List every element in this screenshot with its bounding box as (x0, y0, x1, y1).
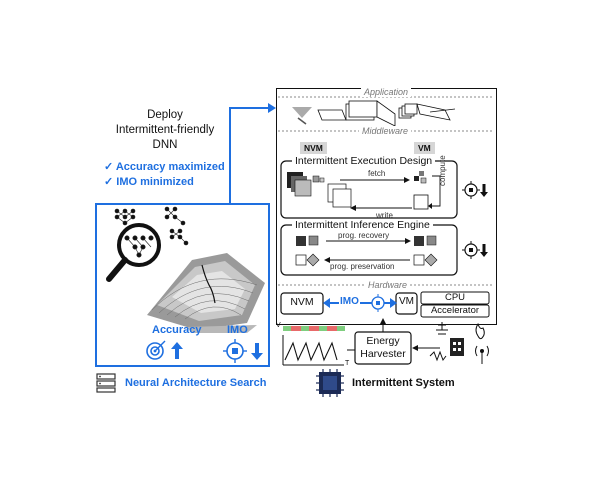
deploy-line-3: DNN (152, 139, 178, 151)
energy-harvester-line-2: Harvester (360, 348, 406, 360)
brain-chip-icon (369, 294, 387, 312)
magnifier-icon (106, 223, 161, 282)
brain-chip-icon (462, 241, 480, 259)
resistor-icon (429, 350, 447, 362)
axis-t-label: T (345, 360, 350, 367)
network-icon (169, 228, 189, 246)
network-icon (114, 208, 136, 226)
nas-label: Neural Architecture Search (125, 377, 267, 389)
antenna-icon (475, 345, 489, 364)
drone-icon (292, 107, 312, 125)
prog-preservation-label: prog. preservation (330, 262, 395, 271)
vm-tag: VM (414, 142, 435, 154)
preservation-state-icons (295, 253, 438, 267)
arrow-up-icon (171, 342, 183, 359)
processor-chip-icon (316, 369, 344, 397)
axis-v-label: V (276, 322, 281, 329)
application-layers-icon (317, 100, 456, 127)
power-trace-chart (282, 326, 345, 366)
fetch-label: fetch (368, 169, 386, 178)
vm-tensor-stack (413, 171, 429, 210)
hw-cpu-label: CPU (444, 292, 466, 303)
hw-nvm-label: NVM (290, 296, 314, 308)
deploy-line-1: Deploy (147, 109, 183, 121)
inference-engine-title: Intermittent Inference Engine (292, 219, 433, 231)
loss-landscape-surface (147, 253, 265, 333)
target-icon (146, 340, 166, 360)
execution-design-title: Intermittent Execution Design (292, 155, 436, 167)
accuracy-label: Accuracy (152, 324, 202, 336)
hw-accelerator-label: Accelerator (430, 305, 480, 316)
arrow-down-icon (251, 343, 263, 360)
energy-harvester-label: Energy Harvester (355, 335, 411, 361)
brain-chip-icon (462, 181, 480, 199)
deploy-line-2: Intermittent-friendly (115, 124, 215, 136)
deploy-caption: Deploy Intermittent-friendly DNN (100, 108, 230, 153)
hardware-layer-label: Hardware (365, 280, 411, 290)
hw-vm-label: VM (399, 296, 414, 307)
arrow-down-icon (480, 184, 488, 197)
hw-imo-label: IMO (339, 296, 360, 307)
nas-panel: Accuracy IMO (95, 203, 270, 367)
write-label: write (376, 211, 393, 220)
flame-icon (475, 322, 485, 340)
solar-icon (436, 322, 448, 335)
circuit-board-icon (450, 338, 464, 356)
compute-label: compute (438, 155, 447, 186)
brain-chip-icon (223, 339, 247, 363)
nvm-tag: NVM (300, 142, 327, 154)
intermittent-system-label: Intermittent System (352, 377, 455, 389)
imo-label: IMO (227, 324, 248, 336)
accuracy-maximized-check: ✓ Accuracy maximized (104, 161, 225, 173)
imo-minimized-check: ✓ IMO minimized (104, 176, 194, 188)
nas-illustration (106, 206, 265, 363)
network-icon (164, 206, 186, 226)
arrow-down-icon (480, 244, 488, 257)
energy-harvester-line-1: Energy (366, 335, 400, 347)
prog-recovery-label: prog. recovery (338, 231, 390, 240)
server-icon (96, 373, 116, 393)
application-layer-label: Application (361, 87, 412, 97)
recovery-state-icons (296, 235, 437, 246)
nvm-tensor-stack (287, 172, 352, 208)
middleware-layer-label: Middleware (359, 126, 412, 136)
